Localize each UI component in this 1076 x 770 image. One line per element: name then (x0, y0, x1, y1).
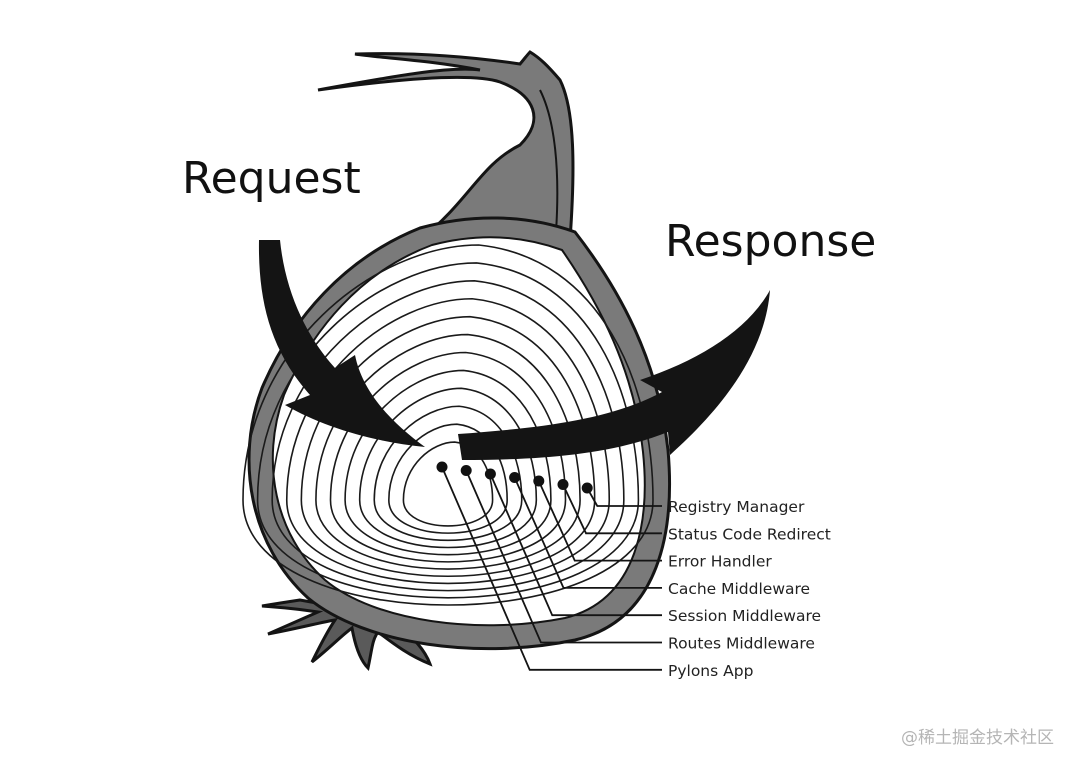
layer-leader-line (513, 477, 662, 589)
layer-leader-line (586, 487, 662, 507)
onion-body (247, 216, 671, 651)
response-label: Response (665, 216, 876, 267)
layer-label: Session Middleware (668, 607, 821, 625)
layer-leader-line (441, 466, 662, 671)
onion-ring (285, 297, 611, 585)
request-label: Request (182, 153, 361, 204)
layer-leader-lines (441, 466, 662, 671)
layer-dot (509, 472, 521, 483)
layer-dot (460, 465, 472, 476)
layer-dot (581, 482, 593, 494)
layer-leader-line (537, 480, 662, 562)
layer-label: Cache Middleware (668, 580, 810, 598)
layer-dot (533, 475, 545, 487)
layer-label: Routes Middleware (668, 635, 815, 653)
layer-leader-line (489, 473, 662, 617)
watermark: @稀土掘金技术社区 (901, 728, 1054, 748)
layer-label: Pylons App (668, 662, 753, 680)
response-arrow (458, 290, 770, 460)
onion-ring (242, 244, 654, 606)
layer-dots (436, 461, 593, 494)
layer-label: Status Code Redirect (668, 525, 831, 543)
onion-stem (317, 50, 575, 242)
onion-ring (300, 315, 596, 577)
layer-dot (484, 468, 496, 480)
layer-dot (557, 479, 569, 490)
layer-label: Registry Manager (668, 498, 805, 516)
onion-ring (256, 262, 640, 599)
layer-label: Error Handler (668, 553, 772, 571)
layer-leader-line (465, 470, 662, 644)
onion-ring (271, 280, 625, 592)
layer-leader-line (562, 484, 662, 535)
request-arrow (258, 240, 425, 447)
layer-dot (436, 461, 448, 473)
